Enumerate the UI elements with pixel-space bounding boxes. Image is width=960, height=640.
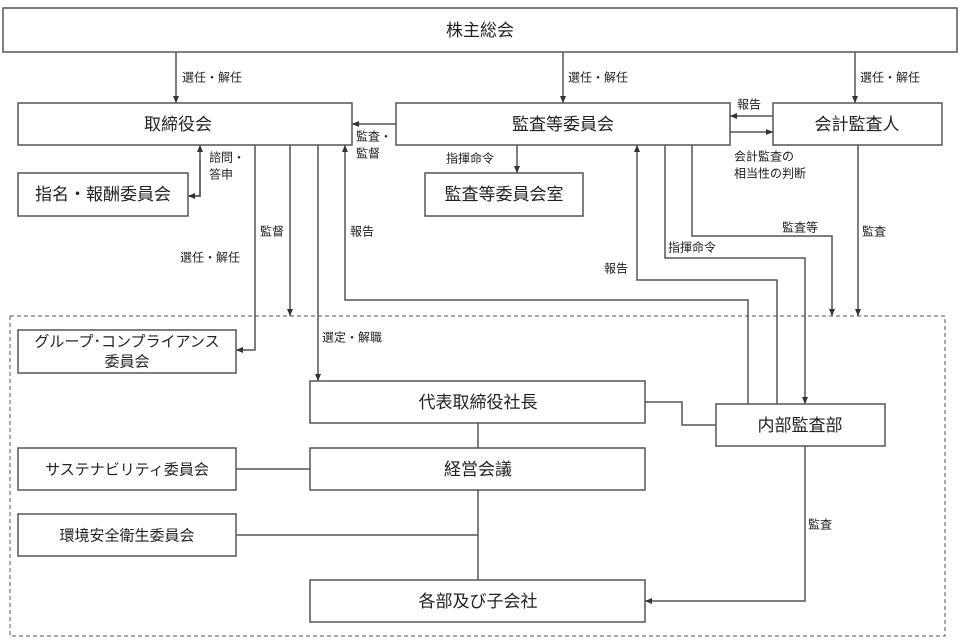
node-label: 株主総会 <box>446 21 514 41</box>
node-label: グループ･コンプライアンス <box>34 333 219 351</box>
label-consult: 諮問・ <box>209 151 245 165</box>
line-president-internal <box>645 401 716 426</box>
connectors <box>173 52 861 604</box>
node-audit-committee-office: 監査等委員会室 <box>424 172 584 217</box>
label-elect-dismiss: 選任・解任 <box>860 71 920 85</box>
label-audit-supervise: 監督 <box>356 146 380 161</box>
arrow-internal-report-audit <box>634 145 778 404</box>
label-elect-dismiss: 選任・解任 <box>182 71 242 85</box>
arrow-audit-etc <box>691 145 835 316</box>
node-label: 委員会 <box>104 353 149 371</box>
node-sustainability-committee: サステナビリティ委員会 <box>17 447 237 491</box>
node-label: 取締役会 <box>144 115 212 135</box>
node-label: 代表取締役社長 <box>419 393 538 413</box>
node-compliance-committee: グループ･コンプライアンス 委員会 <box>17 329 237 374</box>
arrow-internal-audit-departments <box>645 446 806 604</box>
node-label: 指名・報酬委員会 <box>35 185 171 205</box>
node-shareholders: 株主総会 <box>2 7 958 53</box>
label-accounting-judgement: 会計監査の <box>734 149 794 164</box>
node-president: 代表取締役社長 <box>309 380 646 424</box>
label-elect-dismiss: 選任・解任 <box>180 251 240 265</box>
node-label: 経営会議 <box>444 460 512 480</box>
node-board: 取締役会 <box>17 102 353 146</box>
label-audit: 監査 <box>808 517 832 532</box>
label-audit-supervise: 監査・ <box>356 129 392 144</box>
node-label: 各部及び子会社 <box>419 592 538 612</box>
label-command: 指揮命令 <box>446 151 494 166</box>
node-management-meeting: 経営会議 <box>309 447 646 491</box>
node-internal-audit: 内部監査部 <box>715 403 886 447</box>
node-label: 内部監査部 <box>758 416 843 436</box>
arrow-board-compliance <box>236 145 256 353</box>
node-accounting-auditor: 会計監査人 <box>772 102 943 146</box>
arrow-internal-report-board <box>342 145 749 404</box>
node-label: サステナビリティ委員会 <box>45 461 209 479</box>
node-label: 会計監査人 <box>815 115 900 135</box>
arrow-command-internal <box>664 145 808 404</box>
label-accounting-judgement: 相当性の判断 <box>734 166 806 181</box>
executive-region <box>9 315 946 637</box>
node-audit-committee: 監査等委員会 <box>395 102 731 146</box>
node-label: 監査等委員会 <box>512 115 614 135</box>
label-report: 報告 <box>604 262 628 276</box>
label-audit-etc: 監査等 <box>782 220 818 235</box>
label-supervise: 監督 <box>260 224 284 239</box>
node-departments: 各部及び子会社 <box>309 579 646 623</box>
arrow-consult-up <box>188 145 203 197</box>
arrow-consult-down <box>188 160 201 199</box>
label-report: 報告 <box>350 225 374 239</box>
node-nomination-committee: 指名・報酬委員会 <box>17 172 189 217</box>
label-consult: 答申 <box>209 167 233 182</box>
label-report: 報告 <box>737 98 761 112</box>
edge-labels: 選任・解任 選任・解任 選任・解任 監査・ 監督 報告 会計監査の 相当性の判断… <box>180 71 920 532</box>
label-audit: 監査 <box>862 224 886 239</box>
node-ehs-committee: 環境安全衛生委員会 <box>17 513 237 557</box>
node-label: 環境安全衛生委員会 <box>59 527 194 545</box>
node-label: 監査等委員会室 <box>445 185 564 205</box>
label-elect-dismiss: 選任・解任 <box>568 71 628 85</box>
label-select-remove: 選定・解職 <box>322 330 382 345</box>
label-command: 指揮命令 <box>668 240 716 255</box>
